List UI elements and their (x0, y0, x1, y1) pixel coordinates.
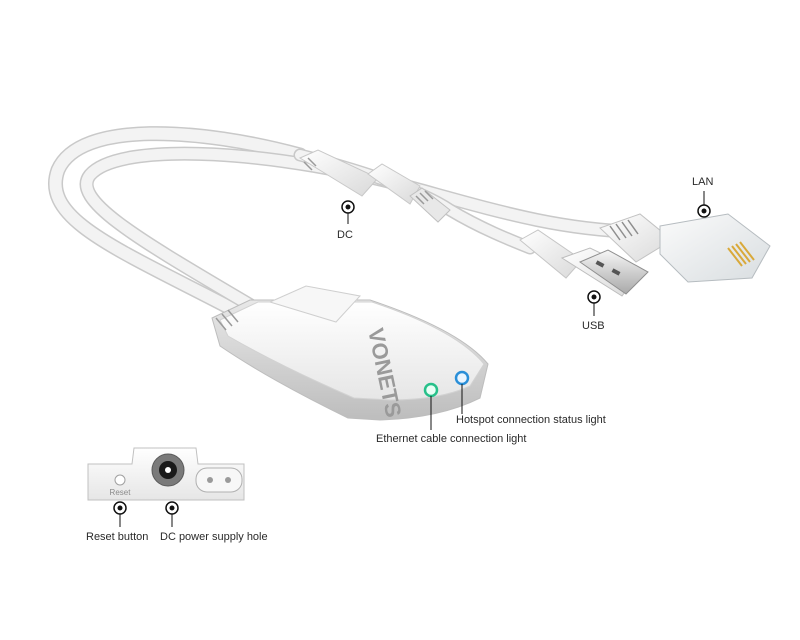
usb-label: USB (582, 320, 605, 332)
dc-label: DC (337, 229, 353, 241)
usb-port-icon (195, 467, 243, 493)
device-body: VONETS (211, 285, 489, 421)
hotspot-light-icon (454, 370, 470, 386)
callouts (113, 191, 711, 527)
hotspot-light-label: Hotspot connection status light (456, 414, 606, 426)
side-panel-inset: Reset (87, 447, 245, 501)
lan-plug (599, 213, 771, 283)
reset-hole-icon (114, 474, 126, 486)
reset-button-label: Reset button (86, 531, 149, 543)
reset-text: Reset (110, 488, 132, 497)
dc-hole-label: DC power supply hole (160, 531, 268, 543)
dc-cable-connector (298, 149, 451, 223)
usb-plug (519, 229, 649, 297)
ethernet-light-label: Ethernet cable connection light (376, 433, 527, 445)
ethernet-light-icon (423, 382, 439, 398)
lan-label: LAN (692, 176, 714, 188)
